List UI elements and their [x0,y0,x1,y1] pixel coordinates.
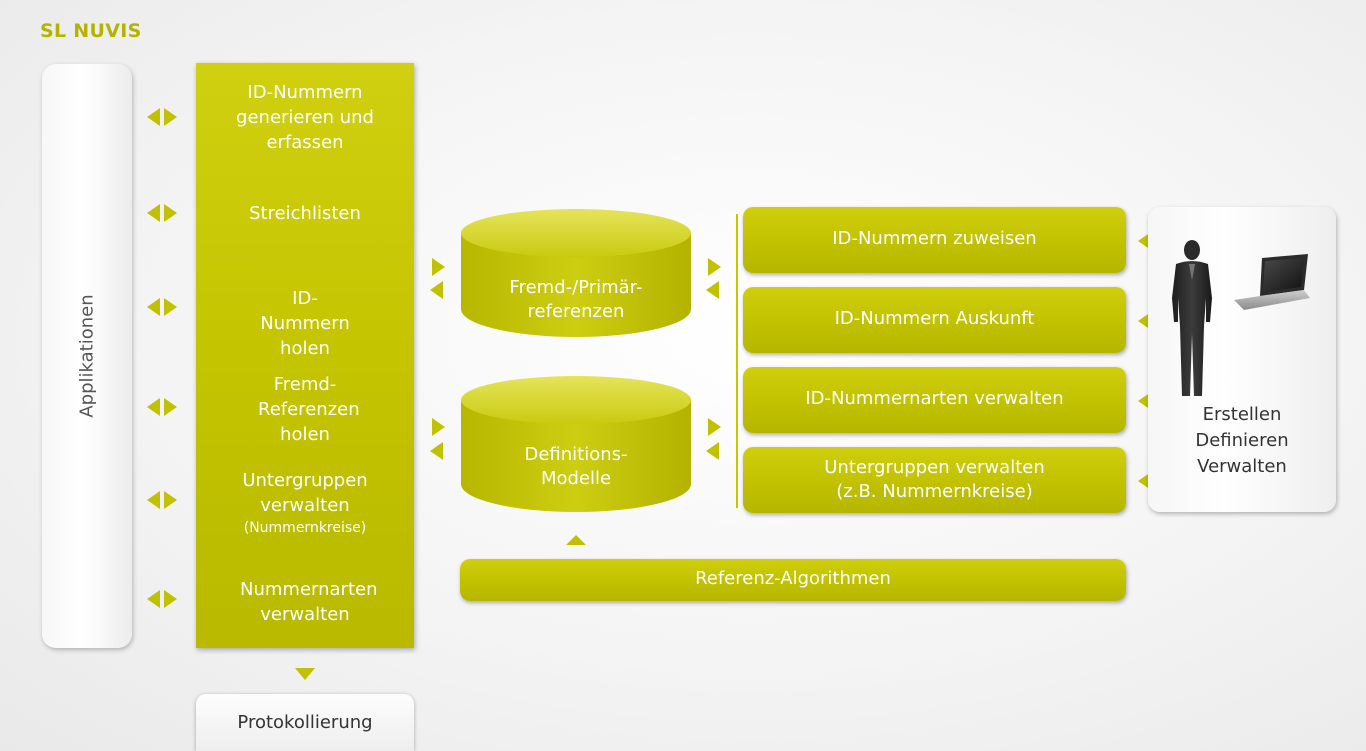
database-fremd-label: Fremd-/Primär-referenzen [509,277,643,322]
arrow-down-icon [295,668,315,680]
bar-id-zuweisen: ID-Nummern zuweisen [743,207,1126,273]
arrow-right-icon [708,418,721,436]
person-icon [1172,240,1212,396]
bidirectional-arrow-icon [147,108,181,126]
protokollierung-box: Protokollierung [196,694,414,751]
arrow-right-icon [432,258,445,276]
applications-panel [42,64,132,648]
untergruppen-label: Untergruppen verwalten [242,470,368,516]
arrow-left-icon [1138,392,1151,410]
item-id-holen: ID-Nummern holen [260,288,350,359]
arrow-right-icon [708,258,721,276]
actor-erstellen: Erstellen [1202,404,1282,425]
actor-verwalten: Verwalten [1197,456,1287,477]
item-streichlisten: Streichlisten [249,203,361,224]
laptop-icon [1234,254,1310,310]
database-definitions-icon [461,376,691,512]
arrow-left-icon [706,442,719,460]
item-nummernarten: Nummernarten verwalten [240,579,378,625]
bar-untergruppen: Untergruppen verwalten (z.B. Nummernkrei… [743,447,1126,513]
arrow-left-icon [706,281,719,299]
applications-label: Applikationen [76,294,98,418]
diagram-title: SL NUVIS [40,20,142,42]
bidirectional-arrow-icon [147,491,181,509]
actor-definieren: Definieren [1195,430,1289,451]
functions-column [196,63,414,648]
bidirectional-arrow-icon [147,590,181,608]
arrow-left-icon [1138,312,1151,330]
arrow-left-icon [1138,232,1151,250]
actor-caption: Erstellen Definieren Verwalten [1148,402,1336,480]
database-fremd-icon [461,209,691,337]
item-id-generieren: ID-Nummern generieren und erfassen [236,82,374,153]
arrow-left-icon [430,442,443,460]
bar-untergruppen-line2: (z.B. Nummernkreise) [836,481,1033,502]
bidirectional-arrow-icon [147,298,181,316]
arrow-up-icon [566,535,586,545]
item-untergruppen: Untergruppen verwalten (Nummernkreise) [196,468,414,538]
arrow-right-icon [432,418,445,436]
nummernkreise-label: (Nummernkreise) [243,520,367,536]
connector-line [736,214,738,508]
item-fremd-referenzen-holen: Fremd-Referenzen holen [258,374,360,445]
arrow-left-icon [430,281,443,299]
bar-id-nummernarten: ID-Nummernarten verwalten [743,367,1126,433]
bidirectional-arrow-icon [147,204,181,222]
bidirectional-arrow-icon [147,398,181,416]
referenz-algorithmen-bar: Referenz-Algorithmen [460,559,1126,601]
bar-id-auskunft: ID-Nummern Auskunft [743,287,1126,353]
bar-untergruppen-line1: Untergruppen verwalten [824,457,1045,478]
arrow-left-icon [1138,472,1151,490]
database-definitions-label: Definitions-Modelle [524,444,628,489]
